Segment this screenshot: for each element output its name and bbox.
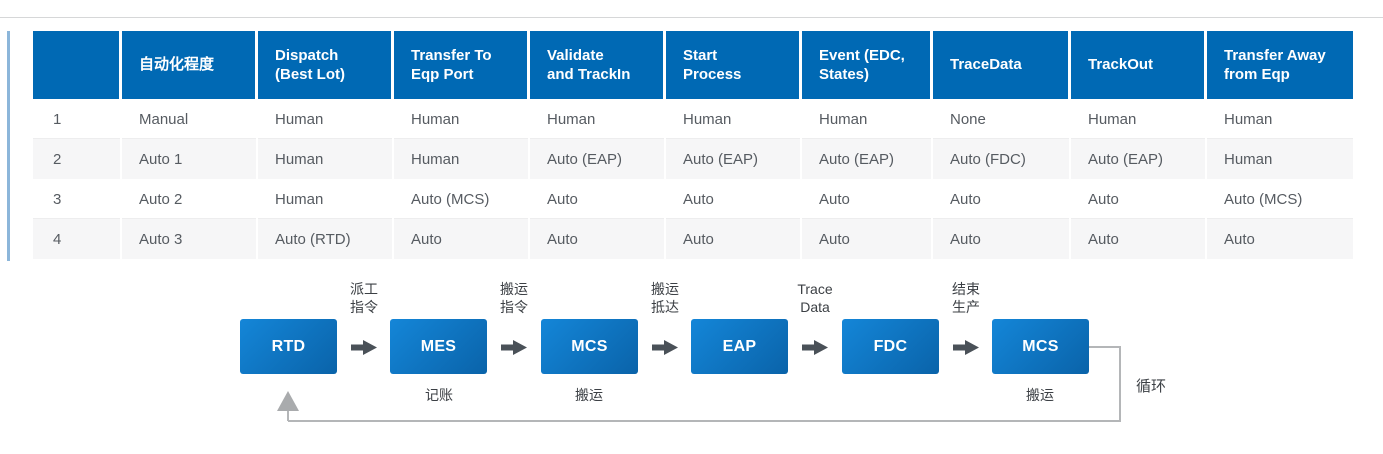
header-cell-index [33,31,122,99]
table-cell: Auto [802,179,933,219]
table-cell: Auto (FDC) [933,139,1071,179]
header-cell-transfer-to-eqp-port: Transfer To Eqp Port [394,31,530,99]
left-accent-line [7,31,10,261]
loop-label: 循环 [1136,378,1167,395]
table-cell: Auto [666,179,802,219]
table-cell: Auto [530,219,666,259]
table-header-row: 自动化程度 Dispatch (Best Lot) Transfer To Eq… [33,31,1353,99]
flow-node-rtd: RTD [240,319,337,374]
table-cell: Human [394,99,530,139]
flow-arrow-icon [953,340,979,355]
table-cell: Auto [1071,219,1207,259]
table-cell: Auto [1207,219,1353,259]
table-cell: Auto (EAP) [666,139,802,179]
table-cell: Auto [802,219,933,259]
flow-arrow-icon [501,340,527,355]
table-cell: Human [1071,99,1207,139]
table-cell: 4 [33,219,122,259]
table-cell: Auto [933,219,1071,259]
table-cell: Auto [1071,179,1207,219]
table-cell: None [933,99,1071,139]
table-cell: Auto 2 [122,179,258,219]
header-cell-event-edc-states: Event (EDC, States) [802,31,933,99]
header-cell-tracedata: TraceData [933,31,1071,99]
table-cell: Auto (MCS) [394,179,530,219]
arrow-label-dispatch-command: 派工 指令 [350,281,378,316]
table-cell: Human [1207,139,1353,179]
table-cell: Auto (RTD) [258,219,394,259]
table-cell: Auto (EAP) [802,139,933,179]
node-sublabel-mes: 记账 [425,387,453,403]
table-cell: Auto [666,219,802,259]
table-row: 3 Auto 2 Human Auto (MCS) Auto Auto Auto… [33,179,1353,219]
table-row: 1 Manual Human Human Human Human Human N… [33,99,1353,139]
table-cell: Auto 3 [122,219,258,259]
loop-line-stem [287,409,289,421]
table-cell: Auto [933,179,1071,219]
table-cell: Human [530,99,666,139]
header-cell-validate-trackin: Validate and TrackIn [530,31,666,99]
flow-arrow-icon [351,340,377,355]
table-cell: Auto (MCS) [1207,179,1353,219]
table-cell: Human [394,139,530,179]
table-cell: Human [1207,99,1353,139]
arrow-label-transfer-command: 搬运 指令 [500,281,528,316]
arrow-label-end-production: 结束 生产 [952,281,980,316]
table-cell: Auto [394,219,530,259]
loop-line-right [1119,346,1121,422]
table-cell: Human [258,139,394,179]
flow-node-mcs1: MCS [541,319,638,374]
header-cell-dispatch: Dispatch (Best Lot) [258,31,394,99]
table-cell: 2 [33,139,122,179]
node-sublabel-mcs2: 搬运 [1026,387,1054,403]
table-cell: 3 [33,179,122,219]
header-cell-start-process: Start Process [666,31,802,99]
table-cell: Auto [530,179,666,219]
table-cell: Manual [122,99,258,139]
header-cell-automation-degree: 自动化程度 [122,31,258,99]
header-cell-trackout: TrackOut [1071,31,1207,99]
table-cell: Auto 1 [122,139,258,179]
arrow-label-trace-data: Trace Data [797,281,833,316]
table-cell: Human [258,179,394,219]
flow-arrow-icon [802,340,828,355]
node-sublabel-mcs1: 搬运 [575,387,603,403]
table-cell: 1 [33,99,122,139]
table-cell: Auto (EAP) [1071,139,1207,179]
loop-arrowhead-icon [277,391,299,411]
automation-table: 自动化程度 Dispatch (Best Lot) Transfer To Eq… [33,31,1353,259]
flow-node-fdc: FDC [842,319,939,374]
header-cell-transfer-away: Transfer Away from Eqp [1207,31,1353,99]
top-divider-line [0,17,1383,18]
flow-node-mcs2: MCS [992,319,1089,374]
table-row: 2 Auto 1 Human Human Auto (EAP) Auto (EA… [33,139,1353,179]
flow-node-eap: EAP [691,319,788,374]
loop-line-bottom [288,420,1120,422]
table-cell: Human [802,99,933,139]
arrow-label-transfer-arrival: 搬运 抵达 [651,281,679,316]
table-row: 4 Auto 3 Auto (RTD) Auto Auto Auto Auto … [33,219,1353,259]
table-cell: Human [666,99,802,139]
flow-arrow-icon [652,340,678,355]
flow-node-mes: MES [390,319,487,374]
table-cell: Human [258,99,394,139]
loop-line-top [1089,346,1120,348]
table-cell: Auto (EAP) [530,139,666,179]
